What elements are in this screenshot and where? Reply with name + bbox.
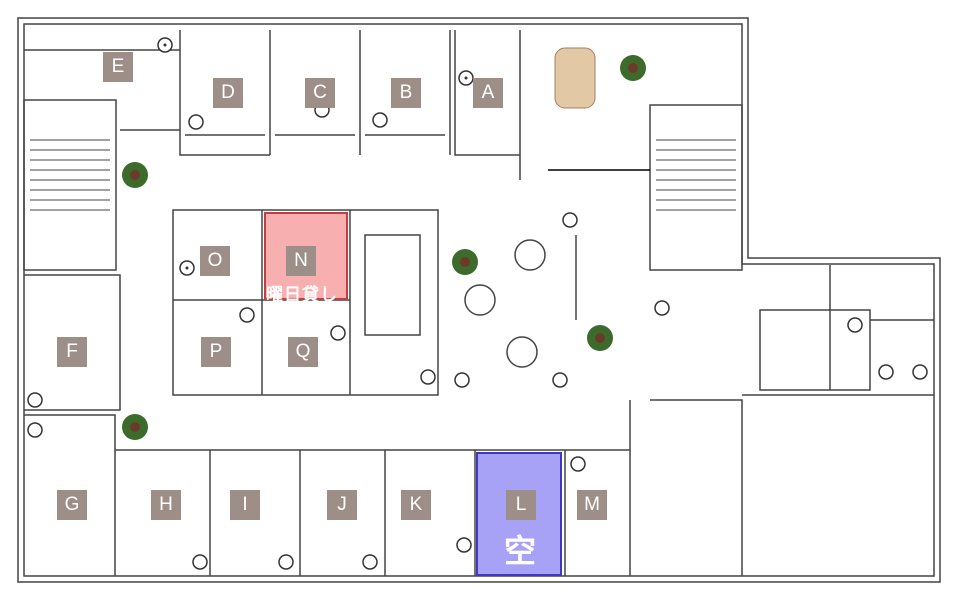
room-label-d[interactable]: D xyxy=(213,78,243,108)
room-label-e[interactable]: E xyxy=(103,52,133,82)
massage-chair-icon xyxy=(554,47,596,109)
room-label-f[interactable]: F xyxy=(57,337,87,367)
vacant-tag: 空 xyxy=(504,532,537,570)
room-label-m[interactable]: M xyxy=(577,490,607,520)
room-label-i[interactable]: I xyxy=(230,490,260,520)
weekday-rental-tag: 曜日貸し xyxy=(266,285,338,305)
room-label-q[interactable]: Q xyxy=(288,337,318,367)
room-label-o[interactable]: O xyxy=(200,246,230,276)
room-label-j[interactable]: J xyxy=(327,490,357,520)
room-label-g[interactable]: G xyxy=(57,490,87,520)
room-label-n[interactable]: N xyxy=(286,246,316,276)
room-label-a[interactable]: A xyxy=(473,78,503,108)
room-label-h[interactable]: H xyxy=(151,490,181,520)
room-label-p[interactable]: P xyxy=(201,337,231,367)
room-label-l[interactable]: L xyxy=(506,490,536,520)
room-label-k[interactable]: K xyxy=(401,490,431,520)
room-label-b[interactable]: B xyxy=(391,78,421,108)
room-label-c[interactable]: C xyxy=(305,78,335,108)
